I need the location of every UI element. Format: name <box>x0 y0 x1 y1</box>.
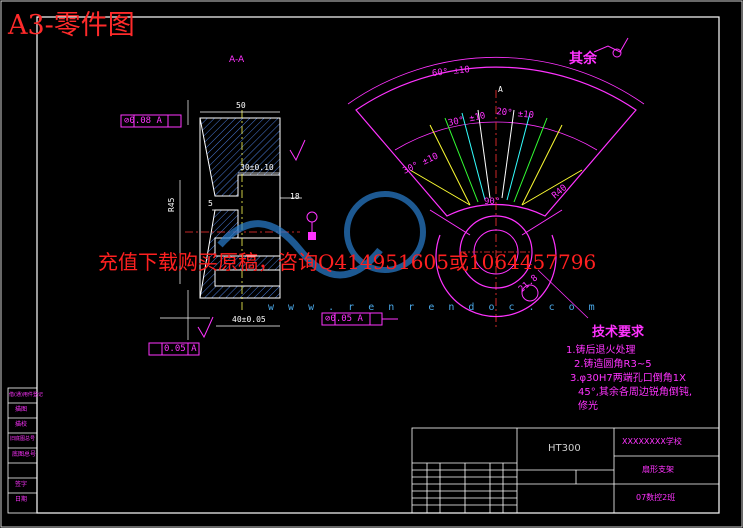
dim-r45: R45 <box>167 197 176 212</box>
side-label-6: 签字 <box>15 481 28 488</box>
material-label: HT300 <box>548 443 581 454</box>
slot-lines <box>409 109 583 206</box>
gdt-top: ⊘0.08 A <box>124 116 162 126</box>
inner-frame <box>36 16 720 514</box>
angle-90: 90° <box>484 197 501 207</box>
tech-item-5: 修光 <box>578 401 598 412</box>
side-strip <box>7 387 38 514</box>
side-label-3: 描校 <box>15 421 28 428</box>
dim-width-50: 50 <box>236 101 246 110</box>
sector-outline <box>355 66 637 217</box>
side-label-1: 借(通)用件登记 <box>9 392 43 398</box>
dim-40: 40±0.05 <box>232 315 266 324</box>
section-view <box>120 100 398 356</box>
section-hatch-top <box>199 117 281 197</box>
tech-item-3: 3.φ30H7两端孔口倒角1X <box>570 373 686 384</box>
dim-30: 30±0.10 <box>240 163 274 172</box>
gdt-mid: ⊘0.05 A <box>325 314 363 324</box>
section-label: A-A <box>229 55 245 65</box>
watermark-url: w w w . r e n r e n d o c . c o m <box>268 302 599 313</box>
tech-item-1: 1.铸后退火处理 <box>566 345 636 356</box>
watermark-logo <box>217 191 426 279</box>
drawing-code: 07数控2班 <box>636 493 676 502</box>
tech-item-4: 45°,其余各周边锐角倒钝, <box>578 387 693 398</box>
hub-body <box>435 234 557 318</box>
remaining-roughness-label: 其余 <box>569 51 597 67</box>
watermark-text: 充值下载购买原稿，咨询Q414951605或1064457796 <box>98 250 597 274</box>
tech-item-2: 2.铸造圆角R3~5 <box>574 359 652 370</box>
dim-18: 18 <box>290 192 300 201</box>
gdt-bottom: 0.05 A <box>164 344 197 354</box>
side-label-4: 旧底图总号 <box>10 436 36 442</box>
side-label-2: 描图 <box>15 406 28 413</box>
side-label-5: 底图总号 <box>12 451 37 458</box>
fan-view <box>347 37 645 330</box>
school-name: XXXXXXXX学校 <box>622 437 682 446</box>
dim-5: 5 <box>208 199 213 208</box>
side-label-7: 日期 <box>15 496 28 503</box>
datum-a: A <box>498 85 503 94</box>
sheet-title: A3-零件图 <box>8 10 135 41</box>
title-block <box>411 427 720 514</box>
tech-requirements-title: 技术要求 <box>592 325 645 340</box>
part-name: 扇形支架 <box>642 465 674 474</box>
